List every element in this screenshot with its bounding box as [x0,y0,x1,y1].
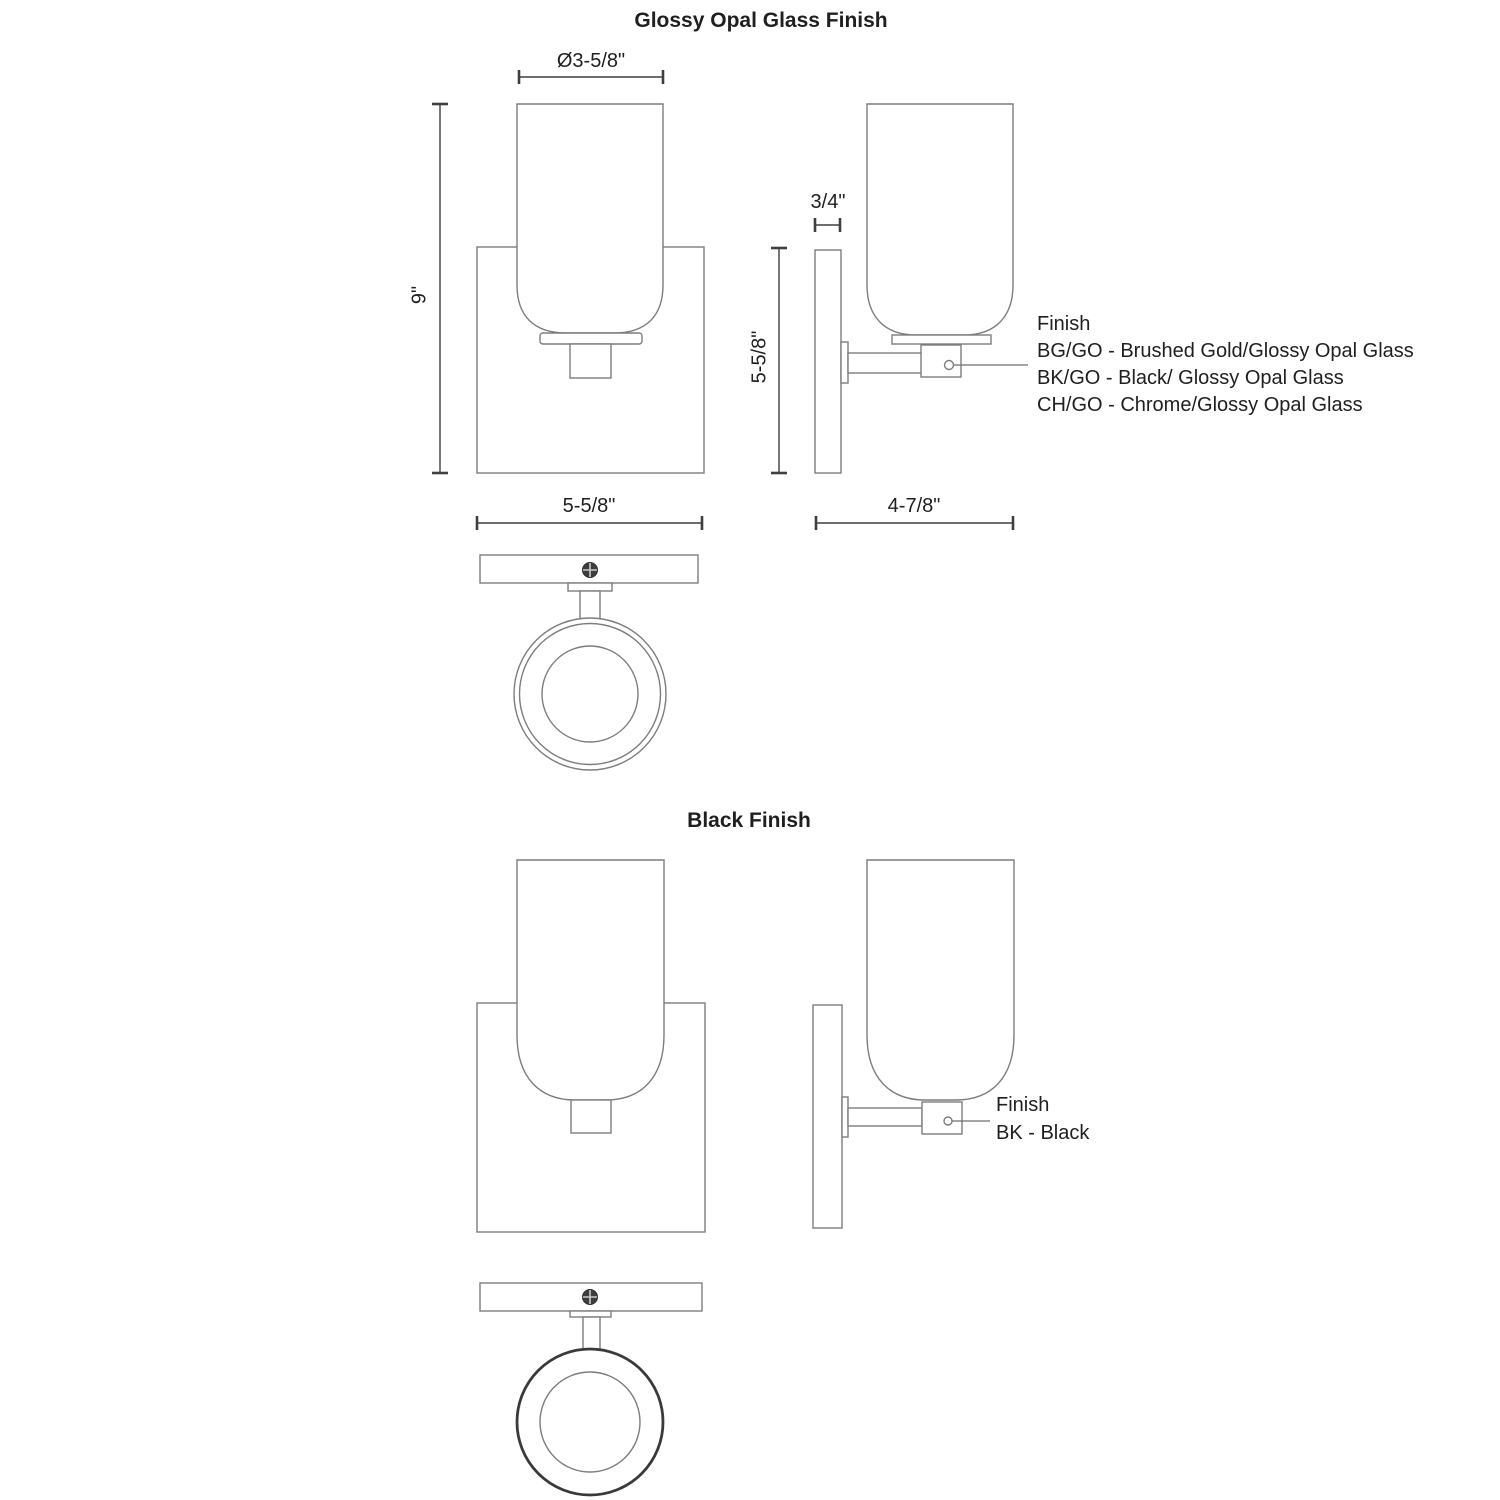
black-side-view [812,859,1015,1229]
glass-rim-outer [513,617,667,771]
dim-label-extension-depth: 4-7/8" [887,495,941,517]
finish-legend-title: Finish [1037,313,1091,335]
glass-shade-side [866,859,1015,1101]
mounting-arm-side [847,352,923,374]
shade-collar-side [891,334,992,345]
finish-legend-title: Finish [996,1094,1050,1116]
glossy-front-view [432,70,705,530]
glass-opening [541,645,639,743]
socket-box-side [921,1101,963,1135]
black-bottom-view [479,1282,703,1497]
shade-collar-front [539,332,643,345]
black-front-view [476,859,706,1233]
set-screw-hole [943,359,955,371]
glossy-side-view [771,103,1028,530]
backplate-side [814,249,842,474]
glass-rim-inner [518,622,662,766]
glass-shade-front [516,103,664,334]
mounting-arm-side [847,1107,923,1127]
dim-label-backplate-width: 5-5/8" [562,495,616,517]
finish-option: BK/GO - Black/ Glossy Opal Glass [1037,367,1344,389]
finish-option: BK - Black [996,1122,1090,1144]
glossy-bottom-view [479,554,699,771]
dim-label-backplate-height: 5-5/8" [748,330,771,384]
socket-box-side [920,344,962,378]
section-title-glossy: Glossy Opal Glass Finish [634,9,888,32]
dim-label-backplate-depth: 3/4" [810,191,846,213]
socket-front [570,1099,612,1134]
arm-flange-side [841,1096,849,1138]
arm-plan [582,1316,601,1350]
screw-cross [583,1290,597,1304]
section-title-black: Black Finish [687,809,811,832]
screw-cross [583,563,597,577]
arm-mount-plan [567,582,613,592]
glass-opening [539,1371,641,1473]
glass-rim-outer [515,1347,665,1497]
dim-label-overall-height: 9" [408,285,431,305]
arm-flange-side [840,341,849,384]
finish-option: BG/GO - Brushed Gold/Glossy Opal Glass [1037,340,1414,362]
backplate-side [812,1004,843,1229]
glass-shade-side [866,103,1014,336]
arm-mount-plan [569,1310,612,1318]
dim-label-glass-diameter: Ø3-5/8" [556,50,626,72]
socket-front [569,343,612,379]
finish-option: CH/GO - Chrome/Glossy Opal Glass [1037,394,1363,416]
glass-shade-front [516,859,665,1101]
